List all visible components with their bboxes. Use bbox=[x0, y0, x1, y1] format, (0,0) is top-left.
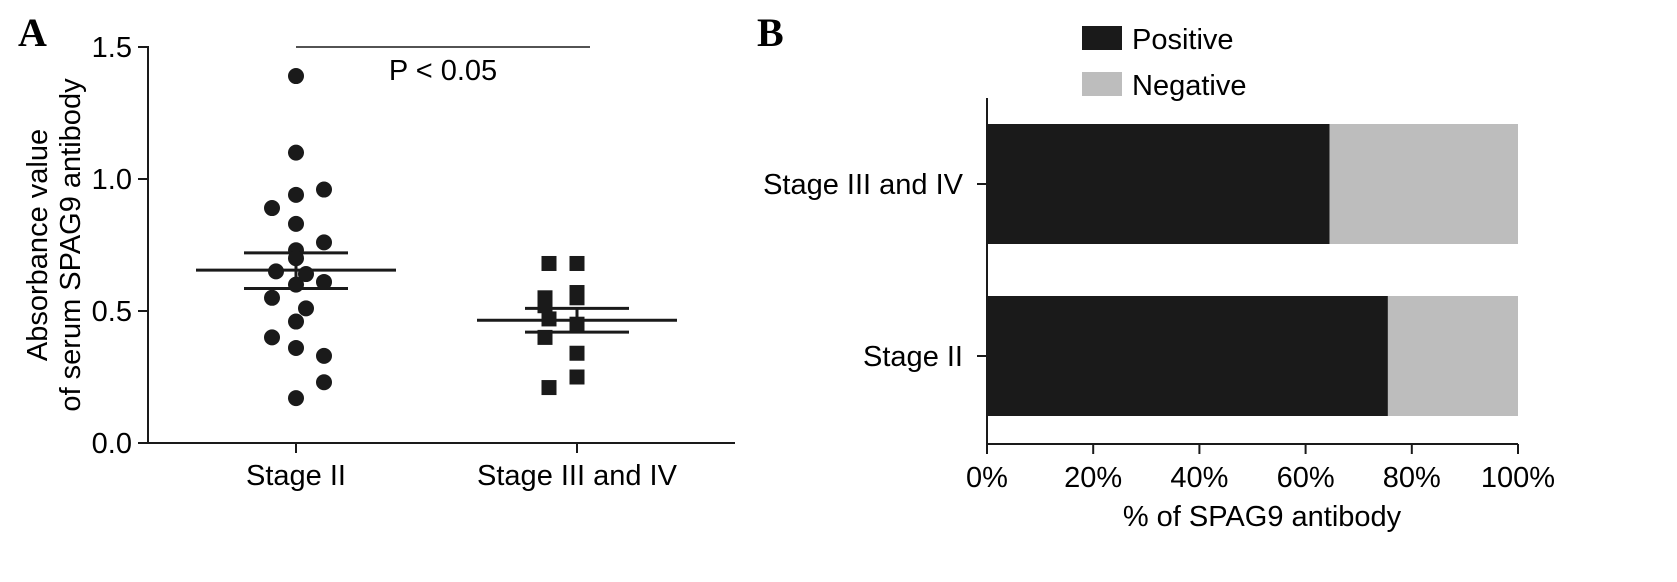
panel-b-y-ticks: Stage III and IV Stage II bbox=[763, 169, 987, 373]
data-point bbox=[316, 374, 332, 391]
legend-label-positive: Positive bbox=[1132, 24, 1234, 56]
data-point bbox=[569, 369, 585, 385]
data-point bbox=[316, 234, 332, 251]
y-tick-label: Stage II bbox=[863, 341, 963, 373]
x-tick-label: Stage II bbox=[246, 460, 346, 492]
data-point bbox=[288, 339, 304, 356]
y-tick-label: 0.5 bbox=[92, 296, 132, 328]
data-point bbox=[288, 390, 304, 407]
legend: Positive Negative bbox=[1082, 24, 1246, 102]
panel-b-bars bbox=[987, 124, 1518, 416]
panel-b-xlabel: % of SPAG9 antibody bbox=[1123, 501, 1402, 533]
data-point bbox=[264, 200, 280, 217]
data-point bbox=[316, 273, 332, 290]
data-point bbox=[288, 313, 304, 330]
data-point bbox=[569, 255, 585, 271]
significance-label: P < 0.05 bbox=[389, 55, 497, 87]
bar-positive bbox=[987, 124, 1330, 244]
y-tick-label: 0.0 bbox=[92, 428, 132, 460]
panel-a-error-bars bbox=[196, 251, 677, 334]
data-point bbox=[264, 289, 280, 306]
data-point bbox=[288, 215, 304, 232]
panel-a-ylabel-line1: Absorbance value bbox=[22, 129, 54, 361]
x-tick-label: 80% bbox=[1383, 462, 1441, 494]
data-point bbox=[264, 329, 280, 346]
x-tick-label: 0% bbox=[966, 462, 1008, 494]
panel-a-points bbox=[264, 68, 585, 407]
data-point bbox=[288, 186, 304, 203]
data-point bbox=[316, 181, 332, 198]
panel-b: B Positive Negative Stage III and IVStag… bbox=[757, 10, 1555, 533]
x-tick-label: 20% bbox=[1064, 462, 1122, 494]
panel-a-x-ticks: Stage II Stage III and IV bbox=[246, 443, 678, 492]
bar-negative bbox=[1329, 124, 1518, 244]
panel-a: A Absorbance value of serum SPAG9 antibo… bbox=[18, 10, 735, 492]
data-point bbox=[569, 345, 585, 361]
bar-positive bbox=[987, 296, 1388, 416]
panel-a-y-ticks: 0.0 0.5 1.0 1.5 bbox=[92, 32, 148, 460]
panel-b-letter: B bbox=[757, 10, 784, 55]
panel-a-letter: A bbox=[18, 10, 47, 55]
data-point bbox=[541, 255, 557, 271]
x-tick-label: Stage III and IV bbox=[477, 460, 678, 492]
data-point bbox=[298, 300, 314, 317]
y-tick-label: 1.5 bbox=[92, 32, 132, 64]
data-point bbox=[288, 68, 304, 85]
legend-swatch-positive bbox=[1082, 26, 1122, 50]
bar-negative bbox=[1387, 296, 1518, 416]
x-tick-label: 40% bbox=[1170, 462, 1228, 494]
panel-a-ylabel-line2: of serum SPAG9 antibody bbox=[55, 78, 87, 412]
data-point bbox=[541, 380, 557, 396]
data-point bbox=[537, 298, 553, 314]
x-tick-label: 60% bbox=[1277, 462, 1335, 494]
data-point bbox=[288, 144, 304, 161]
panel-b-x-ticks: 0% 20% 40% 60% 80% 100% bbox=[966, 444, 1555, 494]
y-tick-label: 1.0 bbox=[92, 164, 132, 196]
legend-swatch-negative bbox=[1082, 72, 1122, 96]
legend-label-negative: Negative bbox=[1132, 70, 1246, 102]
data-point bbox=[316, 347, 332, 364]
data-point bbox=[537, 329, 553, 345]
y-tick-label: Stage III and IV bbox=[763, 169, 964, 201]
x-tick-label: 100% bbox=[1481, 462, 1555, 494]
data-point bbox=[569, 290, 585, 306]
